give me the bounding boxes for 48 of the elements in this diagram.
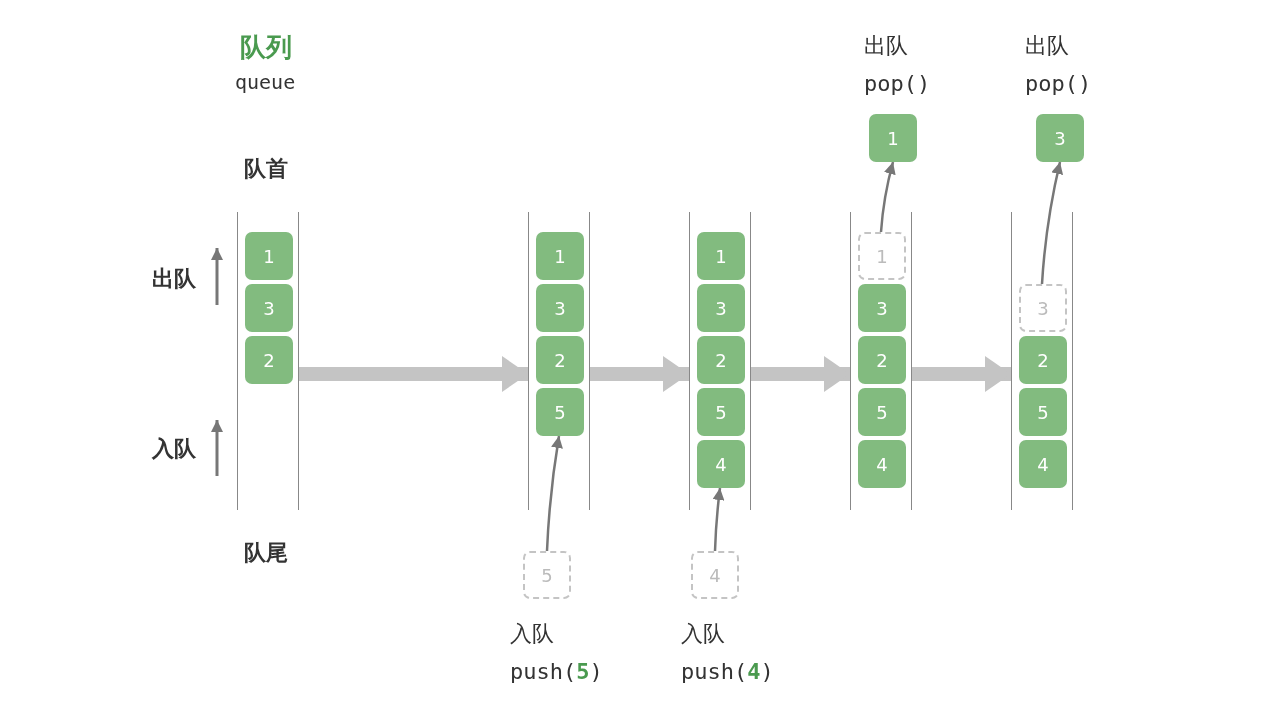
- queue-element-box: 2: [858, 336, 906, 384]
- dashed-element-box: 3: [1019, 284, 1067, 332]
- queue-element-box: 3: [697, 284, 745, 332]
- step-arrow: [751, 356, 850, 392]
- operation-caption: 出队 pop(): [1025, 32, 1093, 98]
- dashed-element-box: 5: [523, 551, 571, 599]
- queue-element-box: 2: [697, 336, 745, 384]
- operation-caption: 出队 pop(): [864, 32, 932, 98]
- subtitle: queue: [235, 70, 296, 94]
- queue-element-box: 4: [697, 440, 745, 488]
- queue-tube: [689, 212, 751, 510]
- queue-element-box: 1: [245, 232, 293, 280]
- queue-tube: [850, 212, 912, 510]
- queue-tube: [237, 212, 299, 510]
- queue-element-box: 1: [869, 114, 917, 162]
- side-label: 队尾: [244, 539, 288, 567]
- queue-element-box: 4: [858, 440, 906, 488]
- side-label: 出队: [152, 265, 196, 293]
- queue-tube: [528, 212, 590, 510]
- queue-element-box: 3: [858, 284, 906, 332]
- queue-element-box: 3: [245, 284, 293, 332]
- operation-caption: 入队 push(5): [510, 620, 604, 686]
- queue-element-box: 2: [536, 336, 584, 384]
- queue-element-box: 1: [536, 232, 584, 280]
- arrow: [545, 435, 563, 552]
- queue-element-box: 2: [1019, 336, 1067, 384]
- queue-element-box: 3: [536, 284, 584, 332]
- arrow: [712, 487, 725, 552]
- arrow: [1040, 161, 1064, 285]
- queue-element-box: 5: [697, 388, 745, 436]
- queue-element-box: 5: [1019, 388, 1067, 436]
- side-label: 入队: [152, 435, 196, 463]
- arrow: [879, 161, 896, 233]
- queue-element-box: 1: [697, 232, 745, 280]
- queue-tube: [1011, 212, 1073, 510]
- queue-element-box: 3: [1036, 114, 1084, 162]
- queue-element-box: 5: [536, 388, 584, 436]
- queue-element-box: 5: [858, 388, 906, 436]
- queue-element-box: 2: [245, 336, 293, 384]
- step-arrow: [590, 356, 689, 392]
- queue-element-box: 4: [1019, 440, 1067, 488]
- side-label: 队首: [244, 155, 288, 183]
- dashed-element-box: 1: [858, 232, 906, 280]
- operation-caption: 入队 push(4): [681, 620, 775, 686]
- diagram-title: 队列: [240, 31, 292, 64]
- step-arrow: [299, 356, 528, 392]
- step-arrow: [912, 356, 1011, 392]
- dashed-element-box: 4: [691, 551, 739, 599]
